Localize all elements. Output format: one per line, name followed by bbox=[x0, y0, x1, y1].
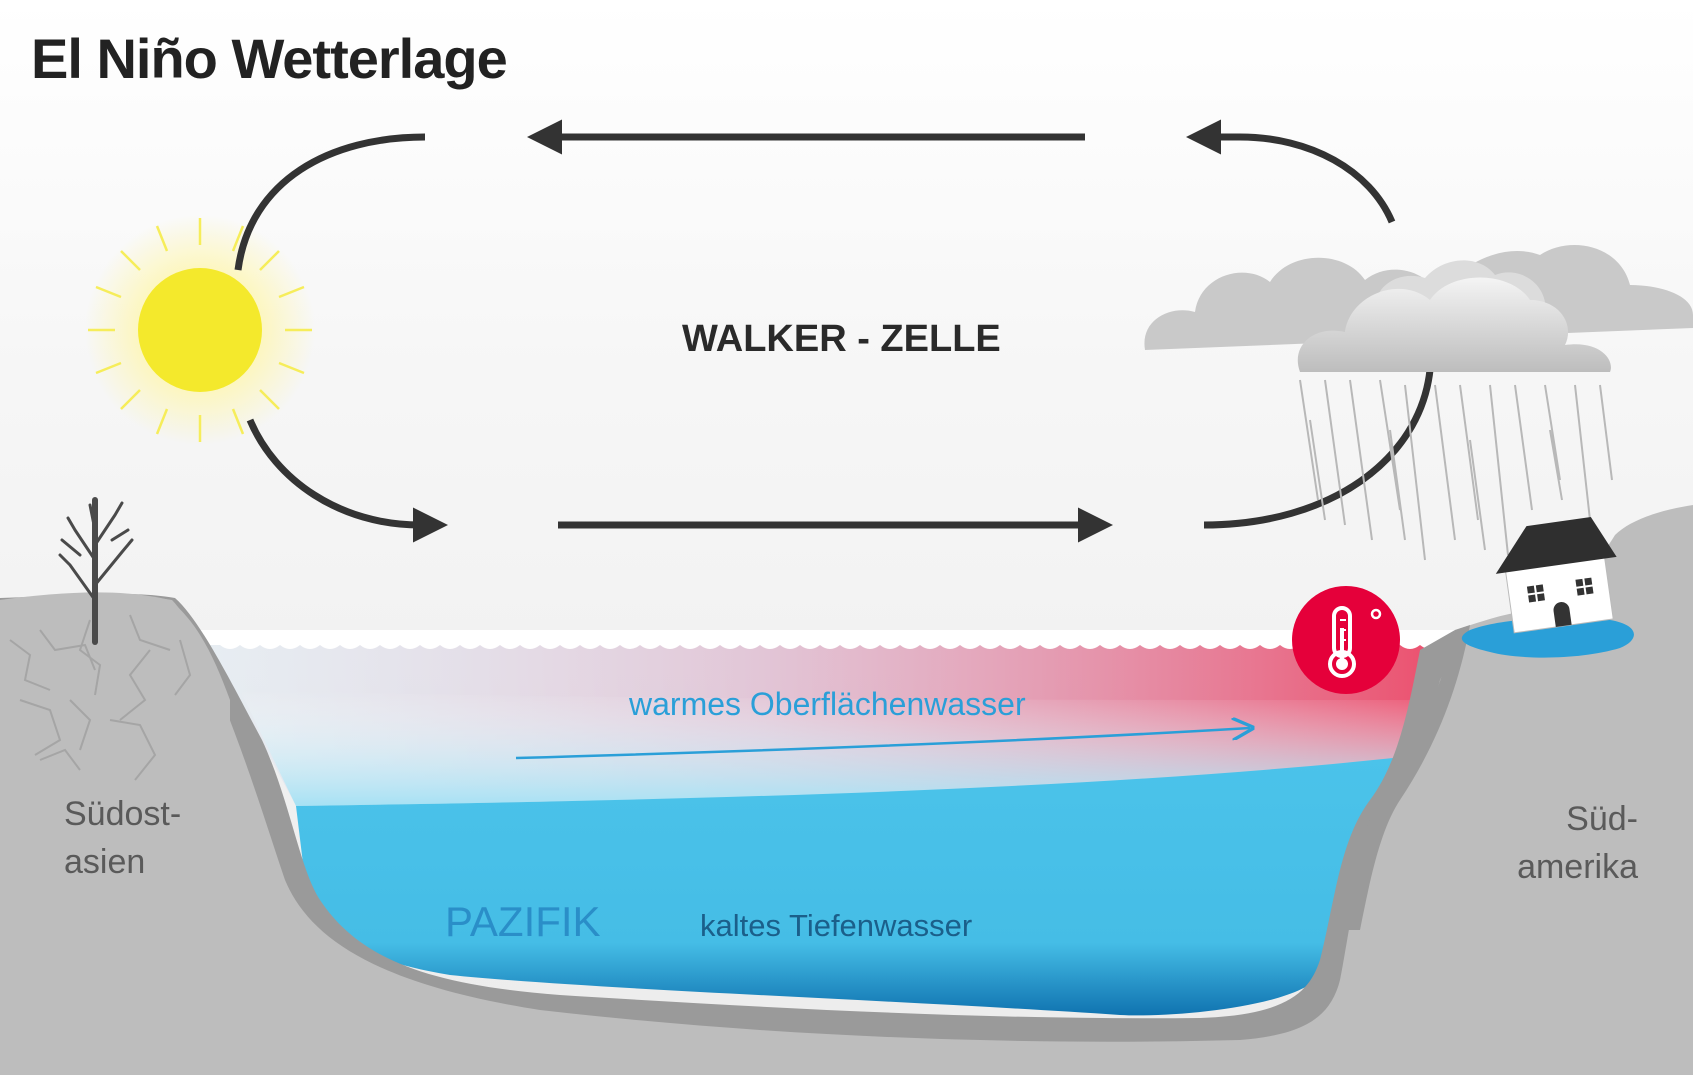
warm-water-label: warmes Oberflächenwasser bbox=[629, 686, 1026, 722]
cold-water-label: kaltes Tiefenwasser bbox=[700, 908, 973, 943]
circulation-arrow-icon bbox=[246, 418, 448, 543]
region-east-line2: amerika bbox=[1517, 848, 1638, 886]
region-west-line2: asien bbox=[64, 843, 146, 881]
wave-line bbox=[200, 630, 1460, 649]
circulation-arrow-icon bbox=[1203, 369, 1434, 529]
sun-icon bbox=[85, 215, 315, 445]
ocean-label: PAZIFIK bbox=[445, 898, 601, 945]
region-west-line1: Südost- bbox=[64, 795, 182, 833]
dry-cracks bbox=[9, 614, 192, 781]
warm-current-arrow bbox=[515, 728, 1250, 760]
dead-tree-icon bbox=[58, 497, 134, 645]
region-south-america: Süd- amerika bbox=[1517, 795, 1638, 891]
circulation-arrow-icon bbox=[234, 133, 426, 271]
walker-cell-label: WALKER - ZELLE bbox=[682, 318, 1001, 360]
region-east-line1: Süd- bbox=[1566, 800, 1638, 838]
rain-cloud-icon bbox=[1144, 245, 1693, 561]
deep-water-layer bbox=[296, 756, 1412, 1016]
thermometer-icon bbox=[1292, 586, 1400, 694]
south-america-shore-edge bbox=[1345, 625, 1470, 930]
circulation-arrow-icon bbox=[1186, 119, 1396, 224]
region-southeast-asia: Südost- asien bbox=[64, 790, 181, 886]
southeast-asia-land bbox=[0, 592, 230, 1075]
ocean bbox=[200, 630, 1460, 1016]
walker-circulation-arrows bbox=[234, 119, 1434, 543]
seabed bbox=[0, 593, 1455, 1075]
flooded-house-icon bbox=[1461, 517, 1634, 658]
page-title: El Niño Wetterlage bbox=[31, 27, 508, 90]
